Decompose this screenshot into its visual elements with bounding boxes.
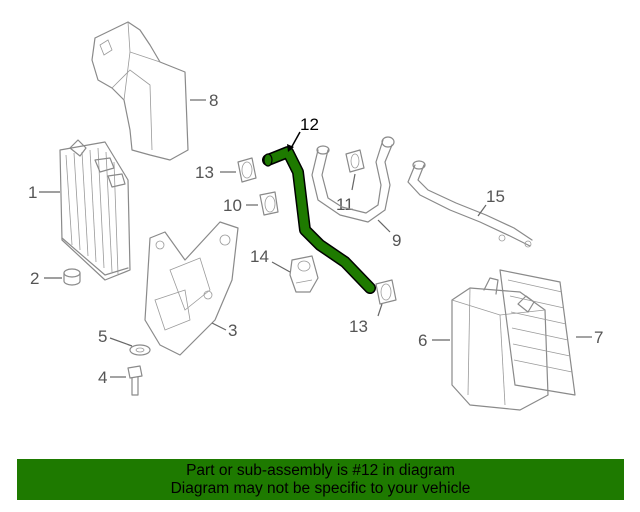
part-15-pipe[interactable] <box>407 160 533 248</box>
callout-14[interactable]: 14 <box>250 247 269 266</box>
parts-diagram: 8 1 2 3 5 <box>28 21 603 411</box>
part-5-washer[interactable] <box>129 344 151 356</box>
info-banner: Part or sub-assembly is #12 in diagram D… <box>17 459 624 500</box>
part-11-clamp[interactable] <box>345 149 365 173</box>
part-13-clamp-lower[interactable] <box>375 279 397 305</box>
callout-5[interactable]: 5 <box>98 327 107 346</box>
callout-13-lower[interactable]: 13 <box>349 317 368 336</box>
callout-9[interactable]: 9 <box>392 231 401 250</box>
callout-6[interactable]: 6 <box>418 331 427 350</box>
part-4-bolt[interactable] <box>127 365 143 396</box>
part-10-clamp[interactable] <box>259 191 279 216</box>
callout-7[interactable]: 7 <box>594 328 603 347</box>
callout-3[interactable]: 3 <box>228 321 237 340</box>
part-1-radiator[interactable] <box>59 139 131 281</box>
banner-line-1: Part or sub-assembly is #12 in diagram <box>186 462 455 479</box>
callout-4[interactable]: 4 <box>98 368 107 387</box>
callout-10[interactable]: 10 <box>223 196 242 215</box>
callout-1[interactable]: 1 <box>28 183 37 202</box>
callout-8[interactable]: 8 <box>209 91 218 110</box>
part-7-filter[interactable] <box>499 269 576 396</box>
part-14-connector[interactable] <box>289 255 319 293</box>
part-2-grommet[interactable] <box>63 268 81 286</box>
part-6-housing[interactable] <box>451 277 549 411</box>
part-3-bracket[interactable] <box>144 221 239 356</box>
callout-2[interactable]: 2 <box>30 269 39 288</box>
callout-13-upper[interactable]: 13 <box>195 163 214 182</box>
part-9-hose[interactable] <box>311 136 395 223</box>
part-12-hose[interactable] <box>262 146 376 294</box>
banner-line-2: Diagram may not be specific to your vehi… <box>170 480 471 497</box>
part-8-air-duct[interactable] <box>91 21 189 161</box>
part-13-clamp-upper[interactable] <box>237 157 257 183</box>
callout-12[interactable]: 12 <box>300 115 319 134</box>
callout-15[interactable]: 15 <box>486 187 505 206</box>
